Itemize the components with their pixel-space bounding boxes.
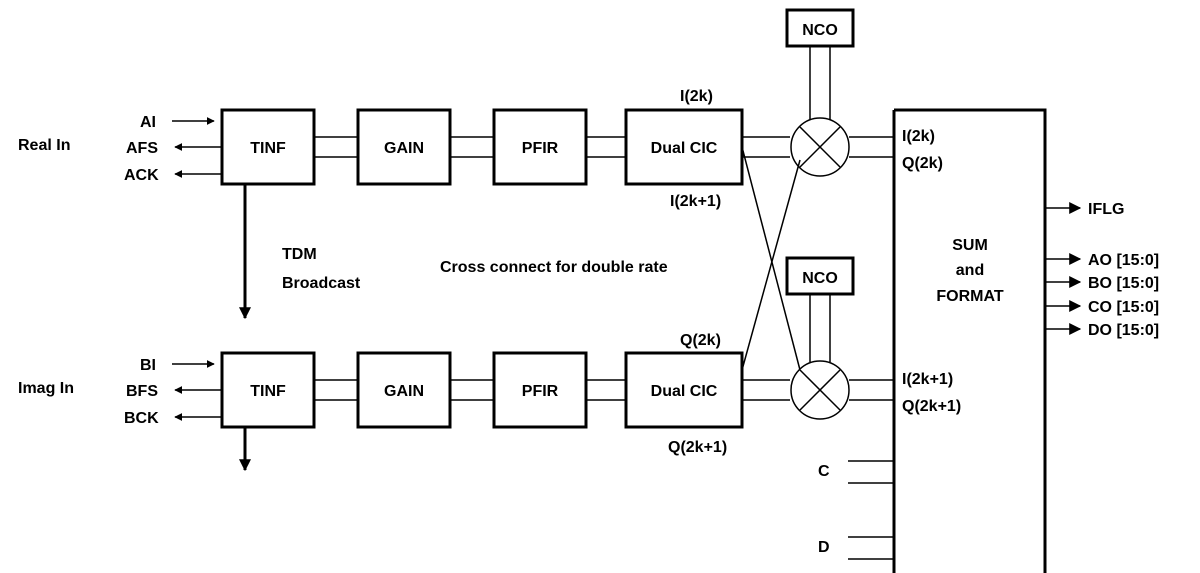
tinf-block-bottom — [220, 351, 316, 429]
cic-top-i2k-label: I(2k) — [680, 88, 713, 105]
cross-connect-label: Cross connect for double rate — [440, 259, 668, 276]
c-input-label: C — [818, 463, 830, 480]
bo-label: BO [15:0] — [1088, 275, 1159, 292]
pfir-bottom-label: PFIR — [522, 383, 559, 400]
nco-block-bottom — [785, 256, 855, 296]
pfir-block-top — [492, 108, 588, 186]
sum-format-block — [892, 108, 1047, 573]
dual-cic-block-bottom — [624, 351, 744, 429]
tinf-block-top — [220, 108, 316, 186]
gain-block-top — [356, 108, 452, 186]
nco-top-label: NCO — [802, 22, 838, 39]
sum-label-1: SUM — [952, 237, 988, 254]
sum-label-2: and — [956, 262, 984, 279]
cic-bot-q2k1-label: Q(2k+1) — [668, 439, 727, 456]
imag-in-label: Imag In — [18, 380, 74, 397]
dual-cic-block-top — [624, 108, 744, 186]
nco-block-top — [785, 8, 855, 48]
tdm-label-1: TDM — [282, 246, 317, 263]
bi-label: BI — [140, 357, 156, 374]
cic-top-i2k1-label: I(2k+1) — [670, 193, 721, 210]
ai-label: AI — [140, 114, 156, 131]
bfs-label: BFS — [126, 383, 158, 400]
sum-in-i2k: I(2k) — [902, 128, 935, 145]
cross-line-2 — [741, 159, 801, 371]
dual-cic-bottom-label: Dual CIC — [651, 383, 718, 400]
mixer-top-x2 — [799, 126, 841, 168]
sum-in-q2k1: Q(2k+1) — [902, 398, 961, 415]
tinf-top-label: TINF — [250, 140, 286, 157]
ack-label: ACK — [124, 167, 159, 184]
dual-cic-top-label: Dual CIC — [651, 140, 718, 157]
ao-label: AO [15:0] — [1088, 252, 1159, 269]
gain-top-label: GAIN — [384, 140, 424, 157]
cross-line-1 — [741, 146, 801, 371]
nco-bottom-label: NCO — [802, 270, 838, 287]
afs-label: AFS — [126, 140, 158, 157]
co-label: CO [15:0] — [1088, 299, 1159, 316]
gain-block-bottom — [356, 351, 452, 429]
sum-label-3: FORMAT — [936, 288, 1003, 305]
tdm-label-2: Broadcast — [282, 275, 361, 292]
gain-bottom-label: GAIN — [384, 383, 424, 400]
do-label: DO [15:0] — [1088, 322, 1159, 339]
sum-in-i2k1: I(2k+1) — [902, 371, 953, 388]
iflg-label: IFLG — [1088, 201, 1124, 218]
tinf-bottom-label: TINF — [250, 383, 286, 400]
sum-in-q2k: Q(2k) — [902, 155, 943, 172]
real-in-label: Real In — [18, 137, 70, 154]
bck-label: BCK — [124, 410, 159, 427]
mixer-bot-x2 — [799, 369, 841, 411]
pfir-block-bottom — [492, 351, 588, 429]
cic-bot-q2k-label: Q(2k) — [680, 332, 721, 349]
pfir-top-label: PFIR — [522, 140, 559, 157]
d-input-label: D — [818, 539, 830, 556]
